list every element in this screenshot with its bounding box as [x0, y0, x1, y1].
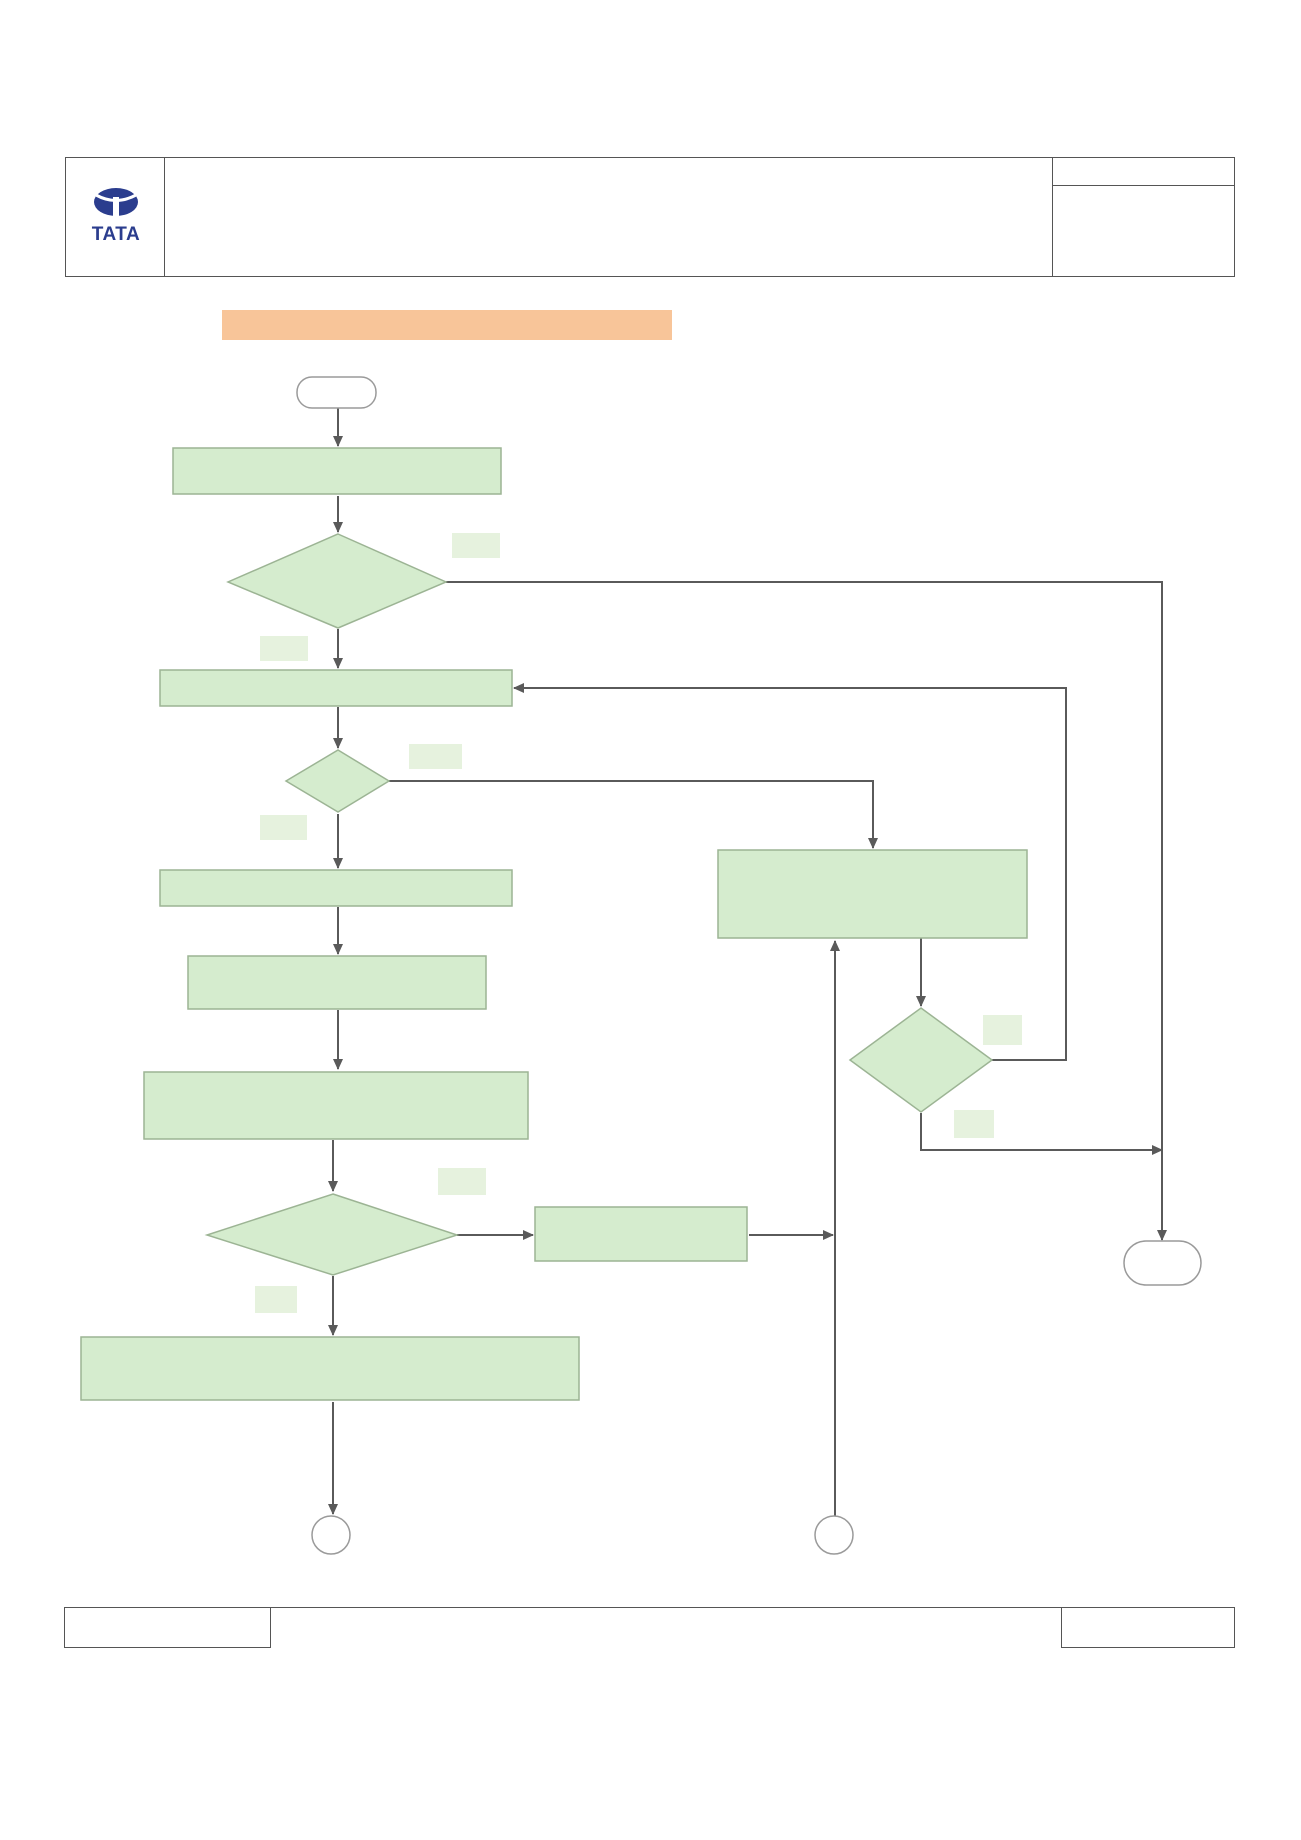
tata-logo-icon: TATA — [86, 186, 146, 248]
process-title-band — [222, 310, 672, 340]
logo-wordmark: TATA — [91, 224, 141, 245]
decision-3 — [204, 1193, 460, 1276]
connector-decision2-to-side-process — [389, 780, 878, 849]
decision-2 — [284, 749, 391, 813]
decision-1 — [226, 533, 448, 629]
header-title-cell — [165, 158, 1053, 276]
tata-logo-mark — [94, 188, 138, 216]
branch-label-decision4-right — [983, 1015, 1022, 1045]
footer-right-cell — [1061, 1607, 1235, 1648]
process-step-4 — [187, 955, 487, 1010]
process-step-3 — [159, 869, 513, 907]
side-process-step — [534, 1206, 748, 1262]
decision-4 — [848, 1007, 994, 1113]
process-step-6 — [80, 1336, 580, 1401]
header-table: TATA — [65, 157, 1235, 277]
connector-decision4-to-end-line — [920, 1113, 1163, 1155]
footer-left-cell — [64, 1607, 271, 1648]
branch-label-decision2-down — [260, 815, 307, 840]
connectors — [328, 408, 1167, 1519]
branch-label-decision2-right — [409, 744, 462, 769]
connector-decision4-loop-to-step2 — [513, 683, 1067, 1061]
end-terminal — [1123, 1240, 1202, 1286]
branch-label-decision4-down — [954, 1110, 994, 1138]
offpage-connector-1 — [311, 1515, 351, 1555]
offpage-connector-2 — [814, 1515, 854, 1555]
footer-middle-line — [271, 1607, 1061, 1609]
branch-label-decision1-right — [452, 533, 500, 558]
header-logo-cell: TATA — [66, 158, 165, 276]
branch-label-decision3-down — [255, 1286, 297, 1313]
header-doc-number-cell — [1053, 158, 1234, 186]
side-process-main — [717, 849, 1028, 939]
process-step-2 — [159, 669, 513, 707]
start-terminal — [296, 376, 377, 409]
branch-label-decision3-right — [438, 1168, 486, 1195]
branch-label-decision1-down — [260, 636, 308, 661]
connector-decision1-to-end — [446, 581, 1167, 1241]
process-step-1 — [172, 447, 502, 495]
process-step-5 — [143, 1071, 529, 1140]
